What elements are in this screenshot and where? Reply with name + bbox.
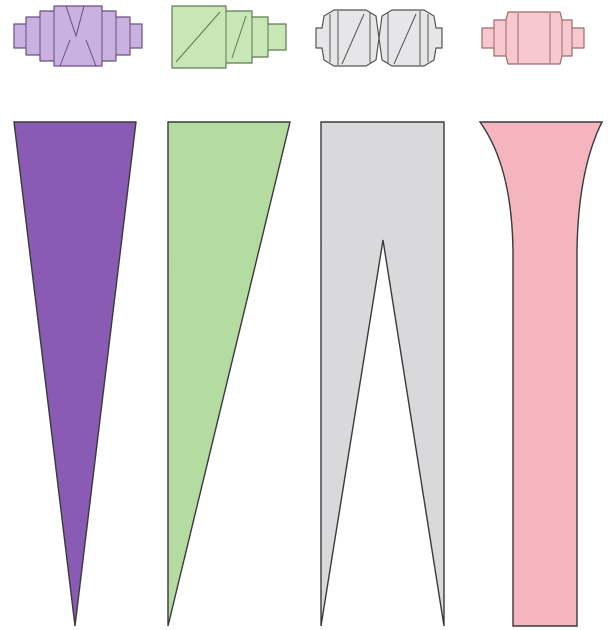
purple-triangle-strip bbox=[14, 122, 136, 626]
gray-notched-strip bbox=[321, 122, 444, 626]
green-bead bbox=[172, 6, 286, 68]
gray-bead bbox=[316, 10, 442, 66]
purple-bead-body bbox=[14, 6, 142, 66]
green-triangle-strip bbox=[168, 122, 290, 626]
pink-flared-strip bbox=[480, 122, 602, 626]
purple-bead bbox=[14, 6, 142, 66]
pink-bead bbox=[482, 12, 584, 64]
pink-bead-body bbox=[482, 12, 584, 64]
green-bead-body bbox=[172, 6, 286, 68]
